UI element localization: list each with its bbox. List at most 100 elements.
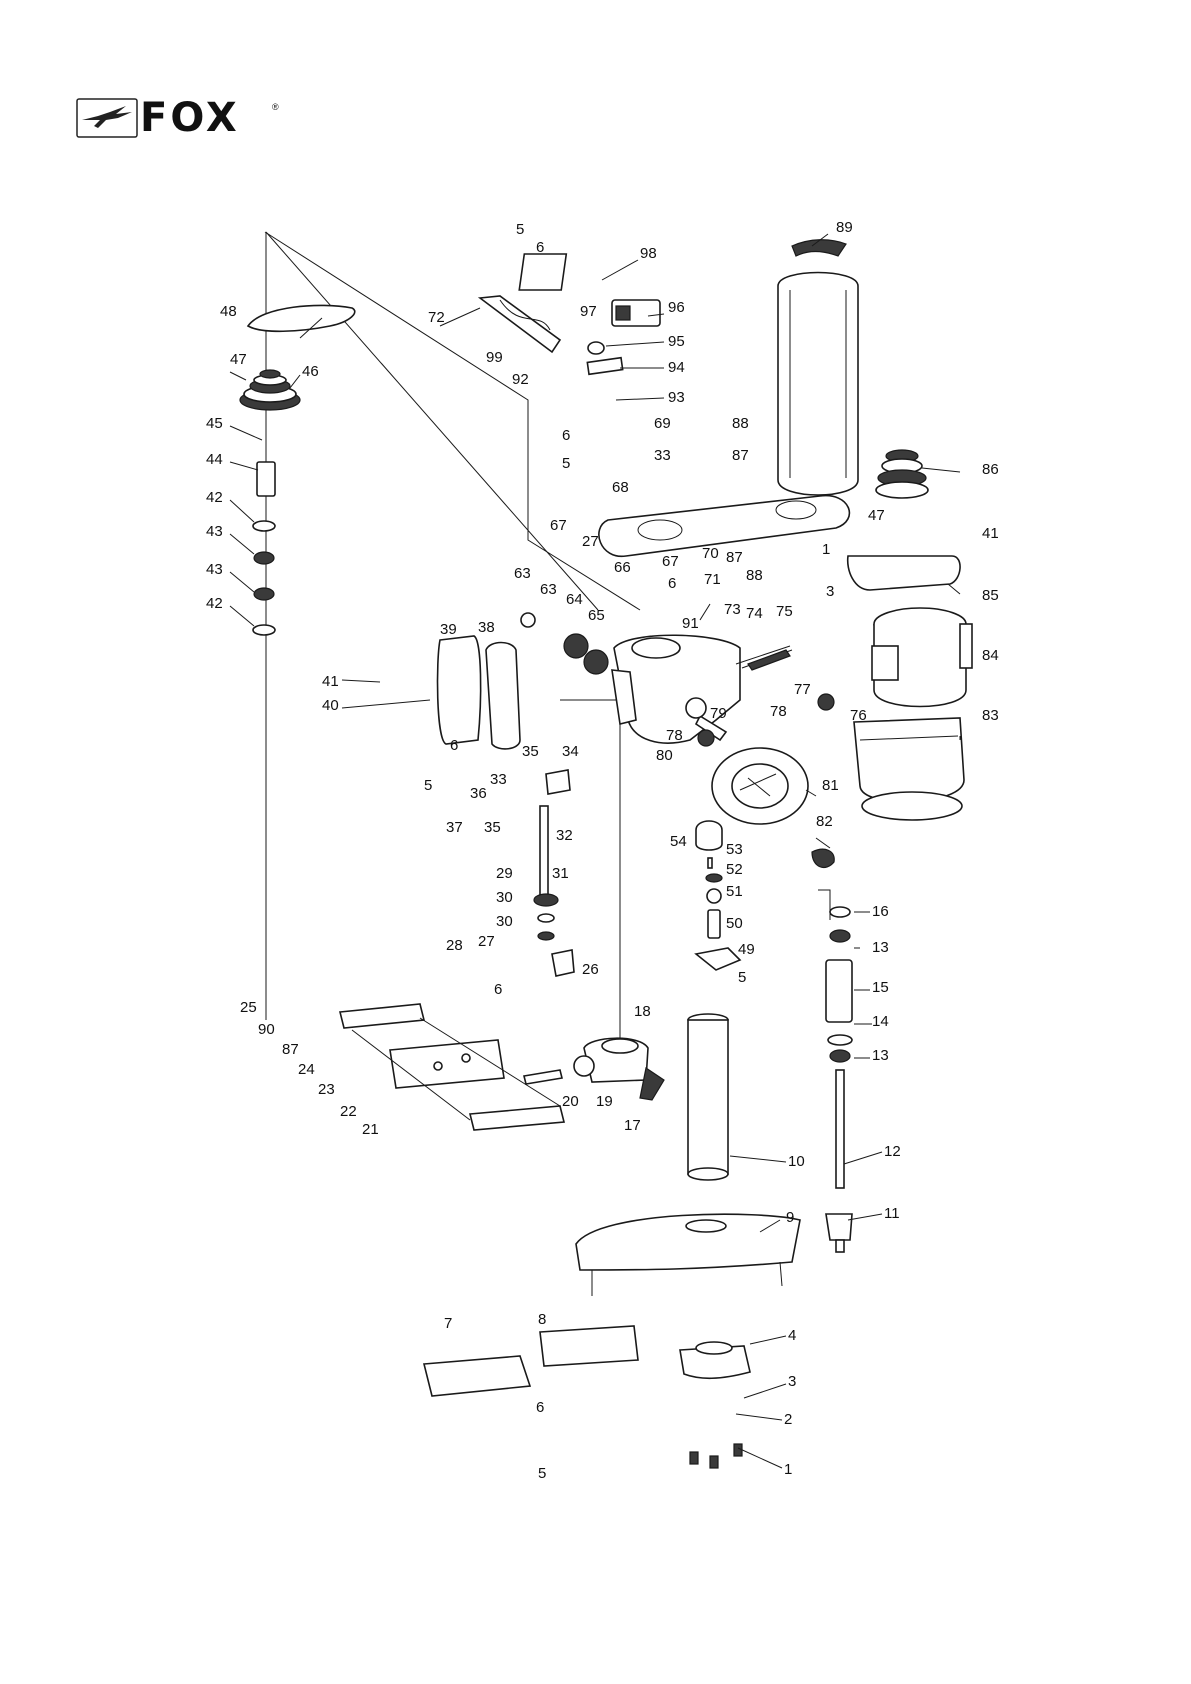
callout-27: 27 xyxy=(478,933,495,950)
callout-14: 14 xyxy=(872,1013,889,1030)
table-bracket xyxy=(523,1037,665,1101)
callout-74: 74 xyxy=(746,605,763,622)
callout-54: 54 xyxy=(670,833,687,850)
callout-87: 87 xyxy=(726,549,743,566)
callout-30: 30 xyxy=(496,889,513,906)
callout-13: 13 xyxy=(872,939,889,956)
callout-86: 86 xyxy=(982,461,999,478)
callout-80: 80 xyxy=(656,747,673,764)
callout-20: 20 xyxy=(562,1093,579,1110)
spindle-sleeve-parts xyxy=(252,461,276,636)
callout-89: 89 xyxy=(836,219,853,236)
callout-88: 88 xyxy=(746,567,763,584)
base xyxy=(575,1213,801,1296)
callout-8: 8 xyxy=(538,1311,546,1328)
callout-76: 76 xyxy=(850,707,867,724)
callout-93: 93 xyxy=(668,389,685,406)
registered-mark: ® xyxy=(272,102,279,112)
callout-84: 84 xyxy=(982,647,999,664)
callout-65: 65 xyxy=(588,607,605,624)
belt-housing-top xyxy=(598,494,851,557)
callout-83: 83 xyxy=(982,707,999,724)
callout-87: 87 xyxy=(732,447,749,464)
feed-handwheel xyxy=(694,714,835,869)
callout-43: 43 xyxy=(206,523,223,540)
callout-4: 4 xyxy=(788,1327,796,1344)
callout-28: 28 xyxy=(446,937,463,954)
callout-6: 6 xyxy=(562,427,570,444)
depth-rack-assembly xyxy=(533,769,575,977)
callout-labels: 89 5 6 98 48 72 97 96 95 99 94 92 47 46 … xyxy=(206,219,999,1482)
callout-2: 2 xyxy=(784,1411,792,1428)
callout-40: 40 xyxy=(322,697,339,714)
callout-52: 52 xyxy=(726,861,743,878)
callout-24: 24 xyxy=(298,1061,315,1078)
return-spring xyxy=(747,649,791,671)
callout-31: 31 xyxy=(552,865,569,882)
side-cover-outer xyxy=(436,635,482,745)
callout-39: 39 xyxy=(440,621,457,638)
callout-12: 12 xyxy=(884,1143,901,1160)
callout-1: 1 xyxy=(784,1461,792,1478)
callout-47: 47 xyxy=(868,507,885,524)
callout-30: 30 xyxy=(496,913,513,930)
callout-91: 91 xyxy=(682,615,699,632)
callout-42: 42 xyxy=(206,489,223,506)
callout-50: 50 xyxy=(726,915,743,932)
gear-65 xyxy=(583,649,609,675)
callout-44: 44 xyxy=(206,451,223,468)
callout-23: 23 xyxy=(318,1081,335,1098)
callout-36: 36 xyxy=(470,785,487,802)
callout-95: 95 xyxy=(668,333,685,350)
callout-13: 13 xyxy=(872,1047,889,1064)
callout-21: 21 xyxy=(362,1121,379,1138)
callout-51: 51 xyxy=(726,883,743,900)
callout-77: 77 xyxy=(794,681,811,698)
callout-7: 7 xyxy=(444,1315,452,1332)
callout-53: 53 xyxy=(726,841,743,858)
knob-78 xyxy=(817,693,835,711)
motor xyxy=(871,607,973,708)
callout-68: 68 xyxy=(612,479,629,496)
callout-22: 22 xyxy=(340,1103,357,1120)
callout-98: 98 xyxy=(640,245,657,262)
callout-35: 35 xyxy=(484,819,501,836)
callout-94: 94 xyxy=(668,359,685,376)
side-cover-inner xyxy=(485,641,521,750)
quill-spindle-parts xyxy=(694,820,742,971)
callout-87: 87 xyxy=(282,1041,299,1058)
callout-71: 71 xyxy=(704,571,721,588)
callout-99: 99 xyxy=(486,349,503,366)
diagram-artwork xyxy=(239,231,973,1469)
callout-leaders xyxy=(229,233,961,1469)
callout-45: 45 xyxy=(206,415,223,432)
callout-67: 67 xyxy=(662,553,679,570)
callout-16: 16 xyxy=(872,903,889,920)
motor-pulley xyxy=(875,449,929,499)
brand-name: FOX xyxy=(140,95,240,141)
callout-33: 33 xyxy=(490,771,507,788)
callout-69: 69 xyxy=(654,415,671,432)
callout-10: 10 xyxy=(788,1153,805,1170)
callout-3: 3 xyxy=(788,1373,796,1390)
callout-81: 81 xyxy=(822,777,839,794)
callout-3: 3 xyxy=(826,583,834,600)
callout-15: 15 xyxy=(872,979,889,996)
base-bolts xyxy=(689,1443,743,1469)
callout-19: 19 xyxy=(596,1093,613,1110)
callout-11: 11 xyxy=(884,1205,900,1222)
callout-29: 29 xyxy=(496,865,513,882)
callout-5: 5 xyxy=(516,221,524,238)
column xyxy=(687,1013,729,1181)
knob-80 xyxy=(697,729,715,747)
callout-46: 46 xyxy=(302,363,319,380)
callout-6: 6 xyxy=(536,239,544,256)
callout-75: 75 xyxy=(776,603,793,620)
callout-1: 1 xyxy=(822,541,830,558)
callout-9: 9 xyxy=(786,1209,794,1226)
callout-6: 6 xyxy=(494,981,502,998)
callout-72: 72 xyxy=(428,309,445,326)
callout-97: 97 xyxy=(580,303,597,320)
callout-88: 88 xyxy=(732,415,749,432)
